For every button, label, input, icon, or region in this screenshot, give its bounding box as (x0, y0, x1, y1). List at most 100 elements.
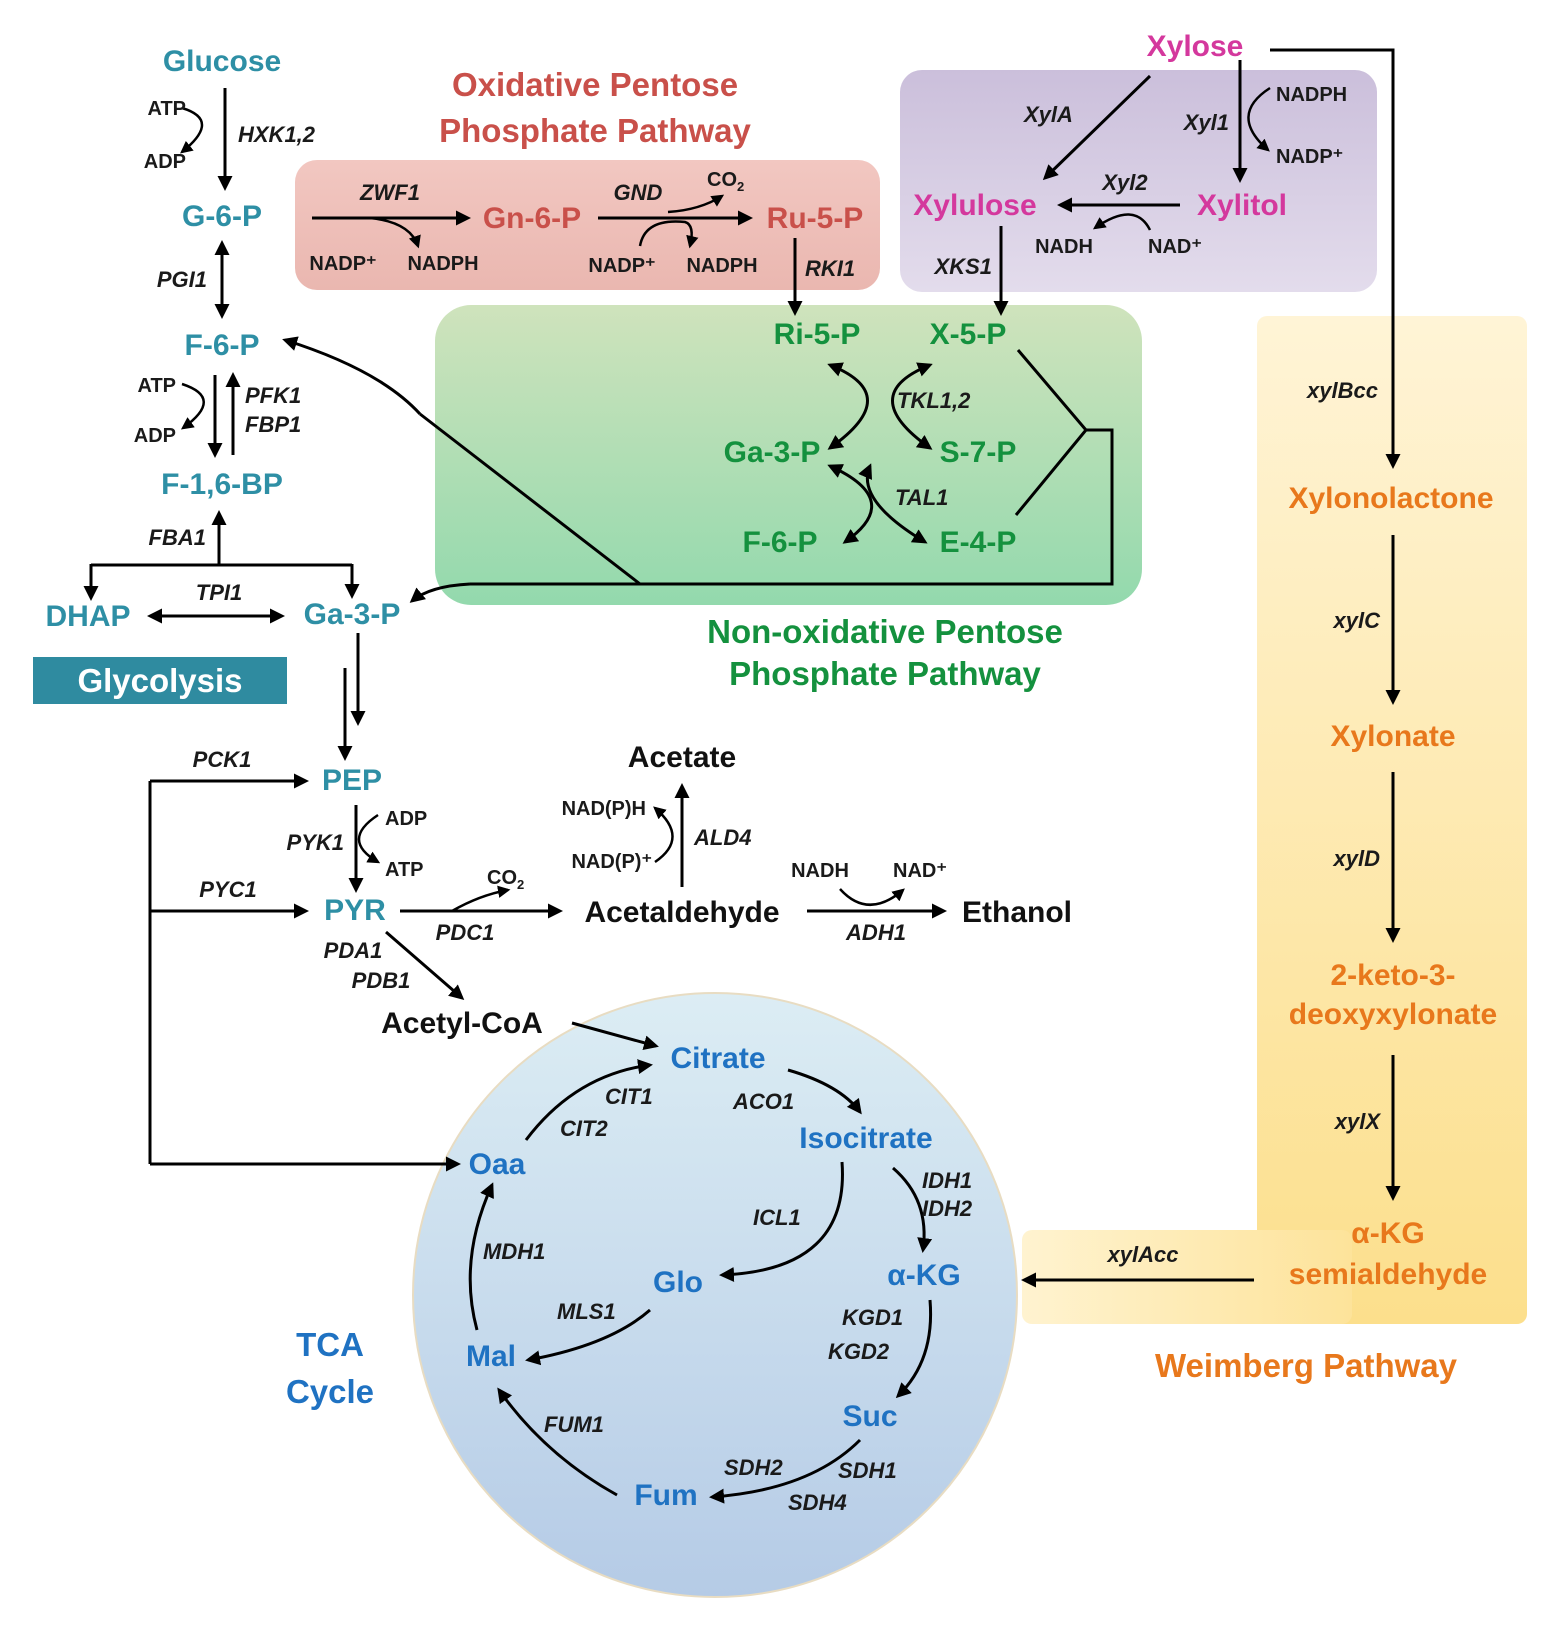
enzyme-ald: ALD4 (693, 825, 751, 850)
enzyme-cit2: CIT2 (560, 1116, 608, 1141)
arrow-nadp-ald (653, 806, 674, 864)
kdx: 2-keto-3- (1330, 959, 1455, 992)
arrow-nadp-gnd (638, 220, 699, 249)
s7p: S-7-P (940, 436, 1017, 469)
glycolysis-title: Glycolysis (77, 662, 242, 699)
enzyme-aco: ACO1 (732, 1089, 794, 1114)
arrow-glo-mal (525, 1308, 651, 1366)
ga3p: Ga-3-P (304, 598, 401, 631)
nadph-xyl1: NADPH (1276, 84, 1347, 106)
enzyme-sdh2: SDH2 (724, 1455, 783, 1480)
enzyme-icl: ICL1 (753, 1205, 801, 1230)
arrow-tal-right (858, 463, 928, 544)
co2-gnd: CO2 (707, 169, 744, 194)
enzyme-sdh1: SDH1 (838, 1458, 897, 1483)
fum: Fum (634, 1479, 697, 1512)
suc: Suc (842, 1400, 897, 1433)
citrate: Citrate (670, 1042, 765, 1075)
enzyme-pda: PDA1 (324, 938, 383, 963)
ru5p: Ru-5-P (767, 202, 864, 235)
enzyme-kgd1: KGD1 (842, 1305, 903, 1330)
oxidative-ppp-title: Oxidative Pentose (452, 66, 738, 103)
arrow-adp-atp-pyk (357, 813, 381, 864)
arrow-nadp-zwf (369, 216, 421, 249)
arrow-tkl-right (891, 362, 933, 450)
xylulose: Xylulose (913, 189, 1036, 222)
nadph-gnd: NADPH (686, 255, 757, 277)
enzyme-pgi: PGI1 (157, 267, 207, 292)
enzyme-mls: MLS1 (557, 1299, 616, 1324)
f6p: F-6-P (185, 329, 260, 362)
kdx-line2: deoxyxylonate (1289, 998, 1497, 1031)
arrow-suc-fum (709, 1438, 862, 1504)
pep: PEP (322, 764, 382, 797)
xylose-to-weimberg-line (1270, 48, 1395, 462)
arrow-to-ga3p (409, 582, 471, 603)
enzyme-xyla: XylA (1022, 102, 1073, 127)
f6p-return-line (419, 412, 641, 586)
enzyme-kgd2: KGD2 (828, 1339, 890, 1364)
acetate: Acetate (628, 741, 736, 774)
arrow-akg-suc (895, 1299, 933, 1399)
arrow-nadh-adh (839, 888, 905, 906)
enzyme-xylacc: xylAcc (1107, 1242, 1179, 1267)
arrow-isocitrate-akg (892, 1166, 933, 1253)
arrow-nadph-xyl1 (1247, 86, 1271, 152)
akg-semialdehyde: α-KG (1351, 1217, 1424, 1250)
enzyme-fum: FUM1 (544, 1412, 604, 1437)
enzyme-pfk: PFK1 (245, 383, 301, 408)
nadp-plus-gnd: NADP⁺ (588, 255, 655, 277)
enzyme-pdb: PDB1 (352, 968, 411, 993)
acetaldehyde: Acetaldehyde (584, 896, 779, 929)
enzyme-idh1: IDH1 (922, 1168, 972, 1193)
atp-pyk: ATP (385, 859, 424, 881)
f16bp: F-1,6-BP (161, 468, 283, 501)
gn6p: Gn-6-P (483, 202, 581, 235)
glycolysis-title-box (33, 657, 287, 704)
nadh-adh: NADH (791, 860, 849, 882)
nadh-xyl2: NADH (1035, 236, 1093, 258)
nadp-plus-ald: NAD(P)⁺ (571, 851, 652, 873)
enzyme-fba: FBA1 (149, 525, 206, 550)
enzyme-xylc: xylC (1333, 608, 1382, 633)
arrow-xylose-xylulose (1042, 74, 1152, 181)
arrow-to-f6p (282, 336, 422, 416)
enzyme-mdh: MDH1 (483, 1239, 545, 1264)
arrow-tkl-left (827, 362, 869, 450)
enzyme-rki: RKI1 (805, 256, 855, 281)
nonoxidative-ppp-title: Non-oxidative Pentose (707, 613, 1063, 650)
enzyme-xylx: xylX (1334, 1109, 1382, 1134)
enzyme-fbp: FBP1 (245, 412, 301, 437)
xylonolactone: Xylonolactone (1288, 482, 1493, 515)
weimberg-panel-extension (1022, 1230, 1352, 1324)
nox-return-line (470, 428, 1114, 586)
enzyme-hxk: HXK1,2 (238, 122, 316, 147)
enzyme-xyld: xylD (1333, 846, 1381, 871)
xylonate: Xylonate (1330, 720, 1455, 753)
enzyme-adh: ADH1 (845, 920, 906, 945)
nadp-h-ald: NAD(P)H (562, 798, 646, 820)
enzyme-sdh4: SDH4 (788, 1490, 847, 1515)
arrow-nad-xyl2 (1092, 213, 1152, 231)
arrow-pyr-acetylcoa (385, 930, 465, 1000)
enzyme-pyc: PYC1 (199, 877, 256, 902)
enzyme-xyl1: Xyl1 (1182, 110, 1229, 135)
dhap: DHAP (45, 600, 130, 633)
isocitrate: Isocitrate (799, 1122, 932, 1155)
arrow-atp-adp-pfk (180, 382, 205, 430)
nad-plus-xyl2: NAD⁺ (1148, 236, 1202, 258)
adp-pfk: ADP (134, 425, 176, 447)
x5p: X-5-P (930, 318, 1007, 351)
akg: α-KG (887, 1259, 960, 1292)
enzyme-xyl2: Xyl2 (1100, 170, 1148, 195)
akg-semialdehyde-line2: semialdehyde (1289, 1258, 1487, 1291)
arrow-isocitrate-glo (719, 1161, 844, 1283)
pyr: PYR (324, 894, 386, 927)
nonoxidative-ppp-panel (435, 305, 1142, 605)
enzyme-pck: PCK1 (193, 747, 252, 772)
arrow-oaa-citrate (524, 1059, 653, 1141)
ri5p: Ri-5-P (774, 318, 861, 351)
acetyl-coa: Acetyl-CoA (381, 1007, 543, 1040)
glo: Glo (653, 1266, 703, 1299)
tca-cycle-circle (412, 992, 1018, 1598)
